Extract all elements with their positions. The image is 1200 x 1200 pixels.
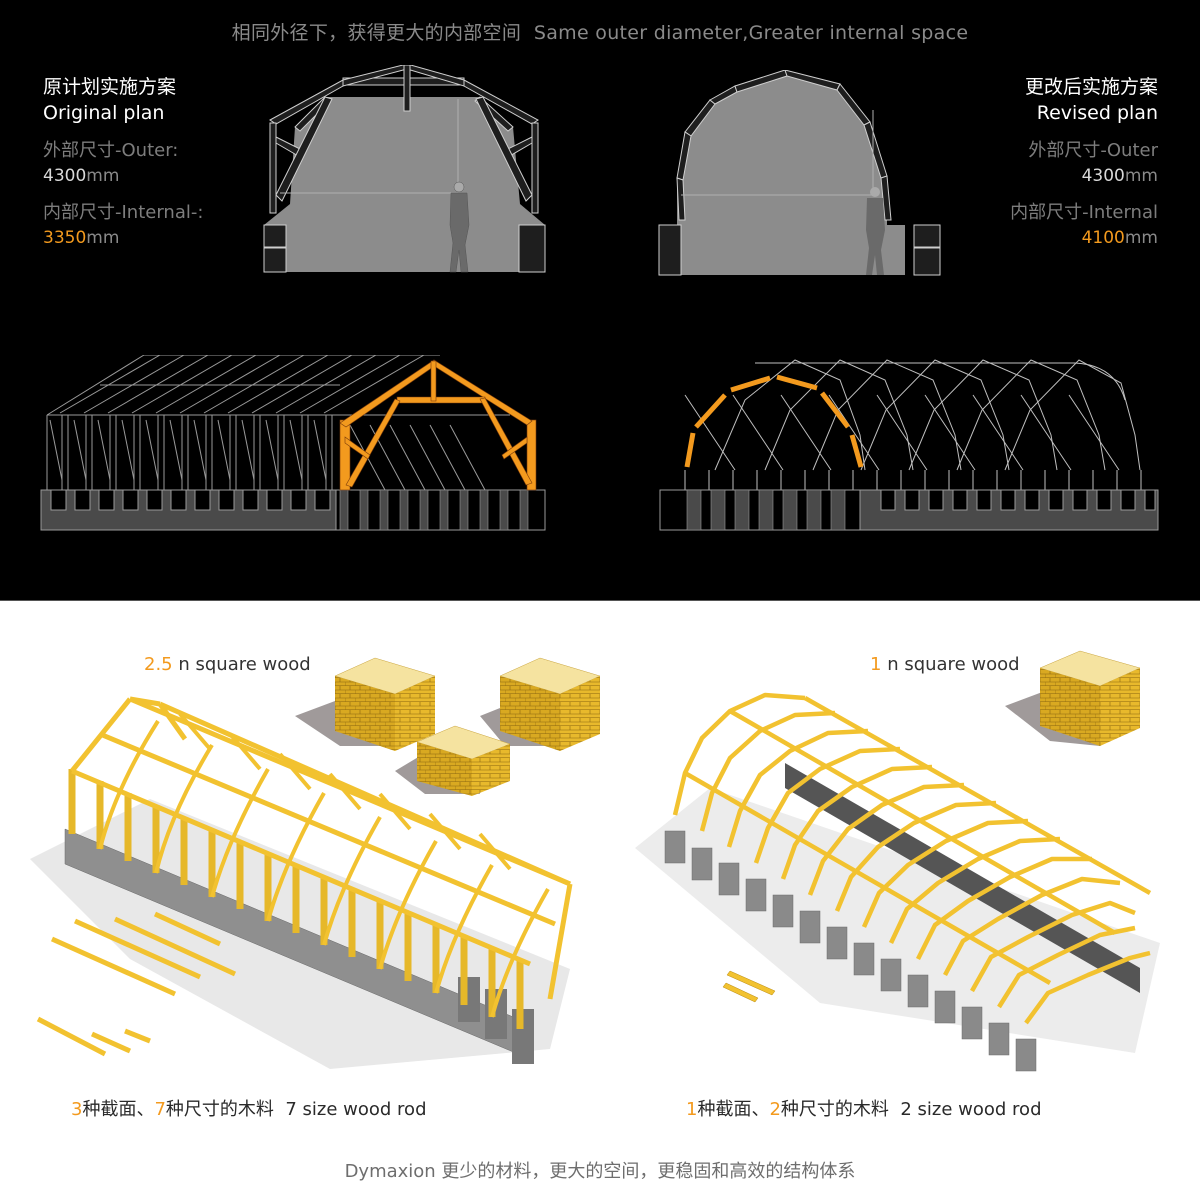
revised-material-label: 1 n square wood: [870, 654, 1020, 675]
comparison-title: 相同外径下，获得更大的内部空间 Same outer diameter,Grea…: [0, 18, 1200, 45]
outer-label: 外部尺寸-Outer: [1028, 140, 1158, 161]
revised-plan-title-en: Revised plan: [1036, 102, 1158, 124]
original-rod-caption: 3种截面、7种尺寸的木料 7 size wood rod: [71, 1099, 427, 1120]
bottom-panel-materials: 2.5 n square wood 1 n square wood: [0, 601, 1200, 1200]
original-material-label: 2.5 n square wood: [144, 654, 311, 675]
revised-plan-specs: 更改后实施方案 Revised plan 外部尺寸-Outer 4300mm 内…: [1010, 74, 1158, 262]
revised-elevation-drawing: [659, 359, 1159, 531]
footer-caption: Dymaxion 更少的材料，更大的空间，更稳固和高效的结构体系: [344, 1161, 856, 1182]
internal-label: 内部尺寸-Internal: [1010, 202, 1158, 223]
title-en: Same outer diameter,Greater internal spa…: [533, 22, 969, 44]
internal-label: 内部尺寸-Internal-:: [43, 202, 204, 223]
revised-isometric-structure: [635, 692, 1160, 1072]
original-isometric-structure: [30, 696, 573, 1069]
original-plan-title-cn: 原计划实施方案: [43, 76, 177, 98]
internal-value: 3350mm: [43, 228, 120, 248]
revised-rod-caption: 1种截面、2种尺寸的木料 2 size wood rod: [686, 1099, 1042, 1120]
original-plan-specs: 原计划实施方案 Original plan 外部尺寸-Outer: 4300mm…: [43, 74, 203, 262]
outer-label: 外部尺寸-Outer:: [43, 140, 179, 161]
outer-value: 4300mm: [1081, 166, 1158, 186]
original-wood-stacks-icon: [295, 657, 601, 796]
original-plan-title-en: Original plan: [43, 102, 165, 124]
internal-value: 4100mm: [1081, 228, 1158, 248]
title-cn: 相同外径下，获得更大的内部空间: [231, 22, 522, 44]
revised-wood-stack-icon: [1005, 650, 1141, 746]
top-panel-comparison: 相同外径下，获得更大的内部空间 Same outer diameter,Grea…: [0, 0, 1200, 601]
original-elevation-drawing: [40, 355, 546, 531]
original-cross-section-drawing: [263, 65, 546, 273]
revised-plan-title-cn: 更改后实施方案: [1024, 76, 1158, 98]
outer-value: 4300mm: [43, 166, 120, 186]
revised-cross-section-drawing: [658, 70, 941, 276]
